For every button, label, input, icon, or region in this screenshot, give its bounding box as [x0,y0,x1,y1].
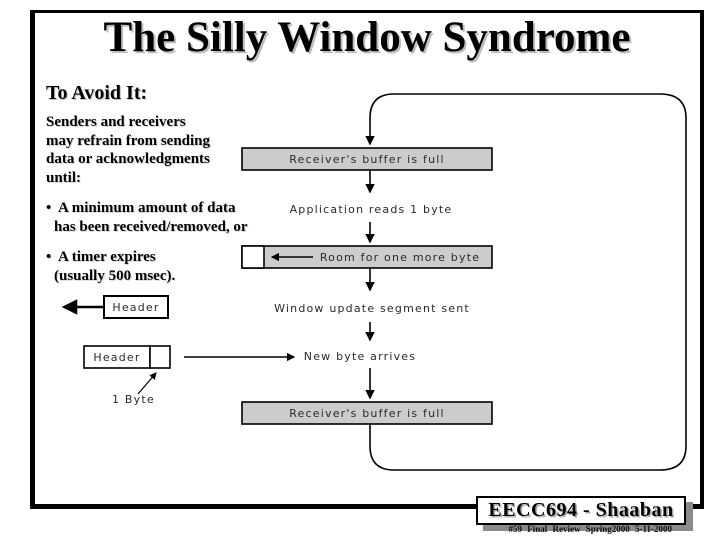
header-box-1-label: Header [112,301,159,314]
bullet-icon: • [46,200,52,216]
one-byte-arrow-icon [137,372,157,395]
intro-line: Senders and receivers [46,114,186,130]
one-byte-label: 1 Byte [112,393,155,406]
bullet-icon: • [46,249,52,265]
credit-line: #59 Final Review Spring2000 5-11-2000 [508,524,672,534]
free-byte-cell [241,245,265,269]
intro-line: until: [46,169,82,186]
header-box-2-label: Header [93,351,140,364]
bullet-text-cont: (usually 500 msec). [54,267,176,284]
course-badge: EECC694 - Shaaban [476,496,686,525]
receiver-buffer-box-bottom [241,401,493,425]
avoid-text-block: To Avoid It: Senders and receivers may r… [46,82,278,285]
new-byte-label: New byte arrives [304,350,416,363]
bullet-text-cont: has been received/removed, or [54,218,248,235]
bullet-item: • A timer expires [46,248,278,267]
bullet-text: A timer expires [58,249,156,265]
room-for-byte-label: Room for one more byte [320,251,480,264]
header-box-1 [103,295,169,319]
bullet-text: A minimum amount of data [58,200,236,216]
bullet-item: • A minimum amount of data [46,199,278,218]
one-byte-cell [149,345,171,369]
slide-frame [30,10,704,509]
loop-path [365,93,687,471]
avoid-heading: To Avoid It: [46,82,148,104]
intro-line: data or acknowledgments [46,151,210,167]
receiver-buffer-box-top [241,147,493,171]
app-reads-label: Application reads 1 byte [290,203,453,216]
receiver-buffer-box-bottom-label: Receiver's buffer is full [289,407,445,420]
receiver-buffer-box-top-label: Receiver's buffer is full [289,153,445,166]
slide-title: The Silly Window Syndrome [103,14,631,61]
window-update-label: Window update segment sent [274,302,470,315]
intro-line: may refrain from sending [46,132,211,149]
